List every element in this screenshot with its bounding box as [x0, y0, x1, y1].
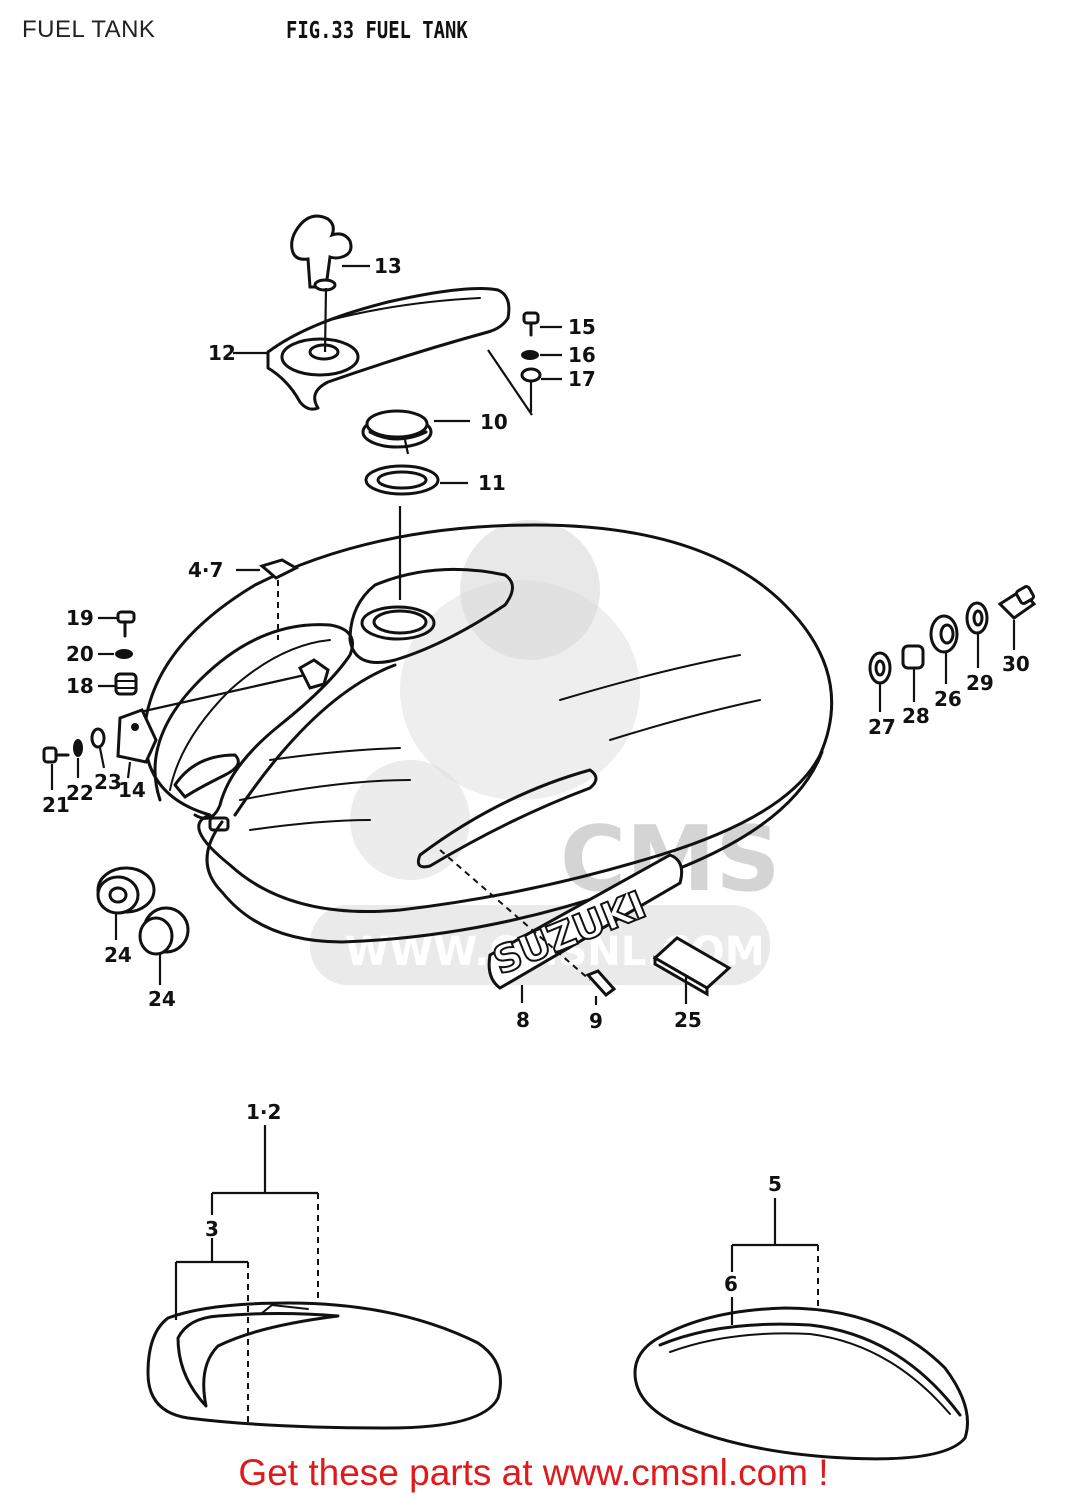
callout-3: 3: [205, 1217, 219, 1241]
page-title: FUEL TANK: [22, 16, 156, 43]
part-20-washer: [98, 649, 133, 659]
part-18-grommet: [98, 658, 330, 714]
part-21-bolt: [42, 746, 70, 790]
callout-24a: 24: [104, 943, 132, 967]
callout-4-7: 4·7: [188, 558, 223, 582]
callout-22: 22: [66, 781, 94, 805]
tank-variant-5: [633, 1198, 969, 1461]
callout-13: 13: [374, 254, 402, 278]
callout-25: 25: [674, 1008, 702, 1032]
callout-16: 16: [568, 343, 596, 367]
tank-variant-1-2: [146, 1125, 502, 1430]
fuel-tank-body: [143, 523, 834, 944]
part-23-washer: [90, 727, 106, 769]
callout-19: 19: [66, 606, 94, 630]
part-10-fuel-cap: [361, 409, 470, 455]
part-9-screw: [585, 969, 617, 1005]
promo-link[interactable]: Get these parts at www.cmsnl.com !: [238, 1452, 829, 1493]
callout-30: 30: [1002, 652, 1030, 676]
callout-21: 21: [42, 793, 70, 817]
part-24-rubber-b: [138, 906, 190, 985]
callout-6: 6: [724, 1272, 738, 1296]
part-13-key-lock: [290, 214, 370, 353]
callout-26: 26: [934, 687, 962, 711]
part-22-washer: [73, 739, 83, 778]
part-4-7-pad: [236, 558, 300, 640]
callout-15: 15: [568, 315, 596, 339]
callout-23: 23: [94, 770, 122, 794]
callout-17: 17: [568, 367, 596, 391]
callout-8: 8: [516, 1008, 530, 1032]
part-17-washer: [520, 367, 562, 412]
part-27-washer: [868, 651, 892, 712]
watermark-logo: CMS WWW.CMSNL.COM: [310, 520, 780, 985]
callout-18: 18: [66, 674, 94, 698]
callout-20: 20: [66, 642, 94, 666]
callout-1-2: 1·2: [246, 1100, 281, 1124]
callout-24b: 24: [148, 987, 176, 1011]
part-24-rubber-a: [96, 866, 156, 940]
callout-14: 14: [118, 778, 146, 802]
part-16-washer: [521, 350, 562, 360]
part-12-tank-cover: [233, 287, 533, 416]
part-29-washer: [965, 601, 989, 668]
callout-27: 27: [868, 715, 896, 739]
callout-29: 29: [966, 671, 994, 695]
callout-11: 11: [478, 471, 506, 495]
part-11-gasket: [364, 464, 468, 600]
part-19-bolt: [98, 610, 136, 638]
part-15-bolt: [522, 311, 562, 337]
part-30-bolt: [997, 585, 1037, 650]
figure-title: FIG.33 FUEL TANK: [286, 18, 468, 44]
part-26-grommet: [929, 614, 959, 684]
part-25-pad: [652, 936, 732, 1004]
callout-28: 28: [902, 704, 930, 728]
part-14-bracket: [116, 708, 158, 779]
callout-10: 10: [480, 410, 508, 434]
part-28-collar: [901, 644, 925, 702]
callout-9: 9: [589, 1009, 603, 1033]
callout-5: 5: [768, 1172, 782, 1196]
callout-12: 12: [208, 341, 236, 365]
